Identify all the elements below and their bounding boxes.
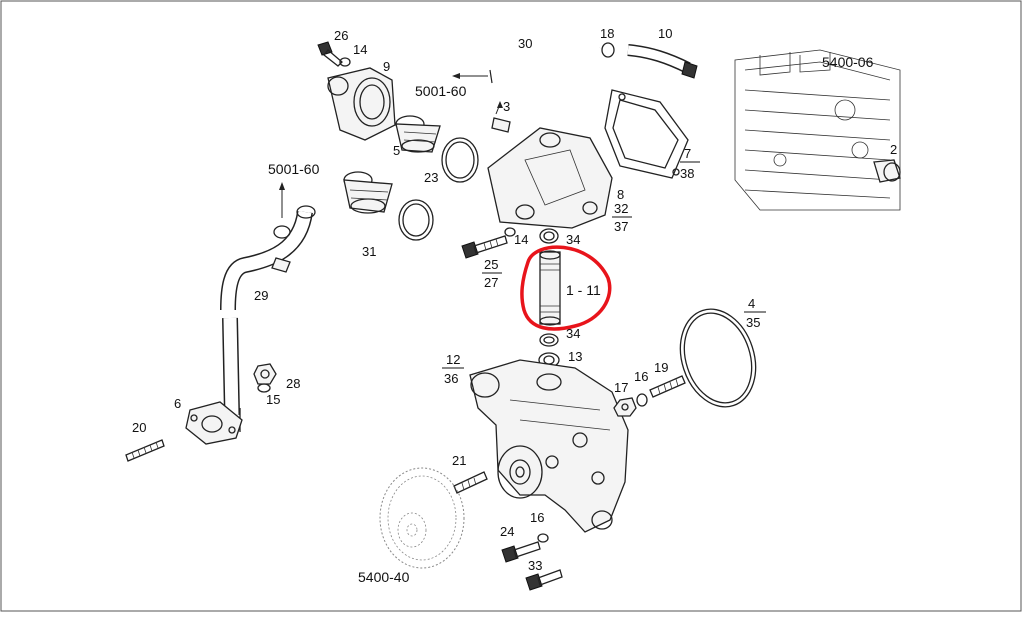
label-23: 23 bbox=[424, 170, 438, 185]
pipe-29 bbox=[220, 205, 316, 432]
label-18: 18 bbox=[600, 26, 614, 41]
label-27: 27 bbox=[484, 275, 498, 290]
label-38: 38 bbox=[680, 166, 694, 181]
label-21: 21 bbox=[452, 453, 466, 468]
label-15: 15 bbox=[266, 392, 280, 407]
o-ring-31 bbox=[398, 199, 434, 241]
hose-10 bbox=[627, 44, 698, 79]
hose-30 bbox=[488, 42, 602, 84]
label-19: 19 bbox=[654, 360, 668, 375]
highlight-circle bbox=[520, 245, 612, 331]
stud-20 bbox=[125, 439, 165, 462]
label-37: 37 bbox=[614, 219, 628, 234]
washer-14 bbox=[339, 57, 351, 67]
label-12: 12 bbox=[446, 352, 460, 367]
label-ref-5400-06: 5400-06 bbox=[822, 54, 874, 70]
bolt-26 bbox=[317, 41, 343, 67]
label-24: 24 bbox=[500, 524, 514, 539]
label-2: 2 bbox=[890, 142, 897, 157]
label-16b: 16 bbox=[530, 510, 544, 525]
label-30: 30 bbox=[518, 36, 532, 51]
label-28: 28 bbox=[286, 376, 300, 391]
gasket-ring-4 bbox=[679, 308, 757, 408]
thermostat-housing bbox=[327, 67, 396, 141]
label-31: 31 bbox=[362, 244, 376, 259]
nipple-2 bbox=[873, 159, 901, 183]
label-14b: 14 bbox=[514, 232, 528, 247]
arrow-to-5001-60-left bbox=[279, 182, 285, 218]
label-35: 35 bbox=[746, 315, 760, 330]
part-labels: 26 14 9 30 18 10 5400-06 5001-60 3 5 23 … bbox=[132, 26, 897, 585]
thermostat-5 bbox=[395, 115, 441, 153]
engine-block bbox=[734, 49, 901, 211]
label-10: 10 bbox=[658, 26, 672, 41]
bypass-pipe-1-11 bbox=[539, 250, 561, 326]
arrow-to-5001-60-top bbox=[452, 73, 488, 79]
label-5: 5 bbox=[393, 143, 400, 158]
label-ref-5400-40: 5400-40 bbox=[358, 569, 410, 585]
label-ref-5001-60b: 5001-60 bbox=[268, 161, 320, 177]
o-ring-34-top bbox=[539, 228, 559, 244]
washer-15 bbox=[257, 383, 271, 393]
label-34b: 34 bbox=[566, 326, 580, 341]
bolt-25 bbox=[461, 235, 508, 259]
label-26: 26 bbox=[334, 28, 348, 43]
label-25: 25 bbox=[484, 257, 498, 272]
washer-16a bbox=[636, 393, 648, 407]
screw-3 bbox=[491, 101, 511, 133]
label-9: 9 bbox=[383, 59, 390, 74]
label-6: 6 bbox=[174, 396, 181, 411]
o-ring-23 bbox=[441, 137, 479, 183]
label-3: 3 bbox=[503, 99, 510, 114]
bolt-33 bbox=[525, 569, 563, 591]
label-34a: 34 bbox=[566, 232, 580, 247]
label-14a: 14 bbox=[353, 42, 367, 57]
washer-14b bbox=[504, 227, 516, 237]
label-36: 36 bbox=[444, 371, 458, 386]
label-13: 13 bbox=[568, 349, 582, 364]
thermostat-31 bbox=[343, 171, 393, 214]
bolt-24 bbox=[501, 541, 541, 563]
nut-17 bbox=[613, 397, 637, 417]
label-7: 7 bbox=[684, 146, 691, 161]
nut-28 bbox=[253, 363, 277, 385]
gasket-7 bbox=[604, 89, 689, 179]
label-4: 4 bbox=[748, 296, 755, 311]
label-17: 17 bbox=[614, 380, 628, 395]
water-pump bbox=[469, 359, 629, 533]
label-20: 20 bbox=[132, 420, 146, 435]
pulley bbox=[379, 467, 465, 569]
label-16a: 16 bbox=[634, 369, 648, 384]
washer-16b bbox=[537, 533, 549, 543]
clamp-18 bbox=[601, 42, 615, 58]
stud-21 bbox=[453, 471, 488, 494]
water-outlet-housing bbox=[487, 127, 613, 229]
label-33: 33 bbox=[528, 558, 542, 573]
stud-19 bbox=[649, 375, 686, 398]
label-29: 29 bbox=[254, 288, 268, 303]
o-ring-34-bottom bbox=[539, 333, 559, 347]
flange-6 bbox=[185, 401, 243, 445]
label-ref-5001-60a: 5001-60 bbox=[415, 83, 467, 99]
label-1-11: 1 - 11 bbox=[566, 282, 601, 298]
label-32: 32 bbox=[614, 201, 628, 216]
label-8: 8 bbox=[617, 187, 624, 202]
